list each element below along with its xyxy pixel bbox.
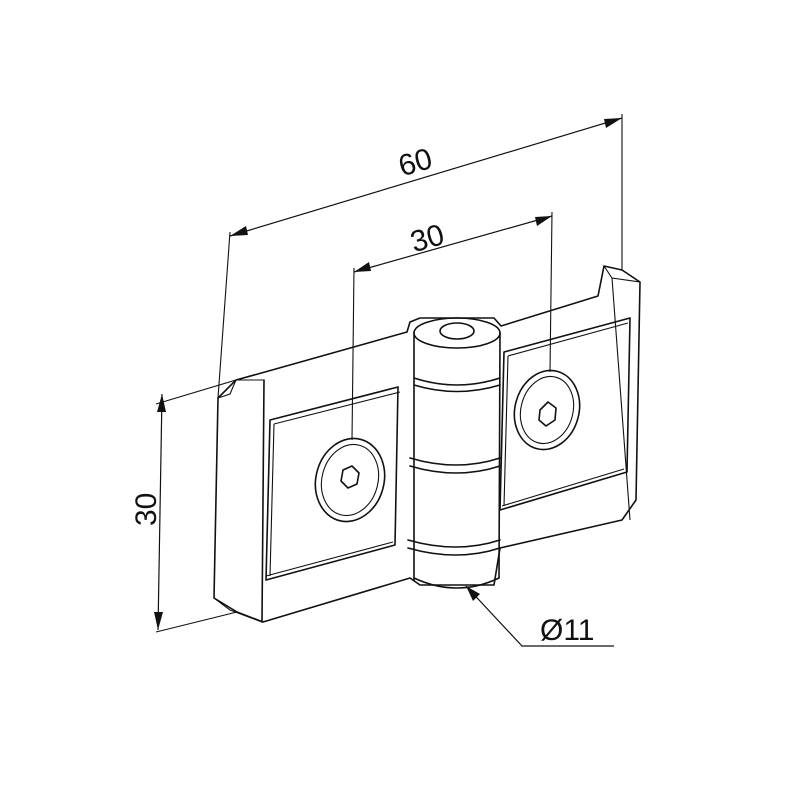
right-screw — [513, 369, 581, 451]
plate-bottom-edge — [213, 379, 263, 623]
arrowhead-icon — [535, 216, 552, 226]
hinge-knuckle — [407, 317, 501, 589]
arrowhead-icon — [154, 612, 163, 630]
dimension-diameter: Ø11 — [465, 585, 614, 647]
arrowhead-icon — [157, 394, 166, 412]
dimension-60: 60 — [217, 114, 623, 399]
dimension-label-diameter: Ø11 — [540, 614, 594, 647]
left-screw — [314, 437, 386, 523]
plate-inner-edge — [261, 379, 265, 623]
arrowhead-icon — [230, 226, 248, 236]
plate-outline — [213, 265, 641, 623]
hinge-body — [213, 265, 641, 623]
dimension-label-height: 30 — [130, 493, 163, 526]
dimension-label-length: 60 — [395, 142, 436, 183]
arrowhead-icon — [466, 586, 480, 601]
dimension-30-height: 30 — [130, 379, 238, 633]
hex-socket-icon — [538, 401, 557, 427]
arrowhead-icon — [604, 118, 622, 128]
plate-top-edge — [236, 265, 641, 521]
dimension-30-spacing: 30 — [351, 211, 553, 441]
hex-socket-icon — [340, 465, 360, 489]
left-pad — [265, 386, 401, 581]
dimension-label-spacing: 30 — [407, 218, 448, 259]
arrowhead-icon — [354, 262, 371, 272]
right-pad — [499, 317, 631, 511]
